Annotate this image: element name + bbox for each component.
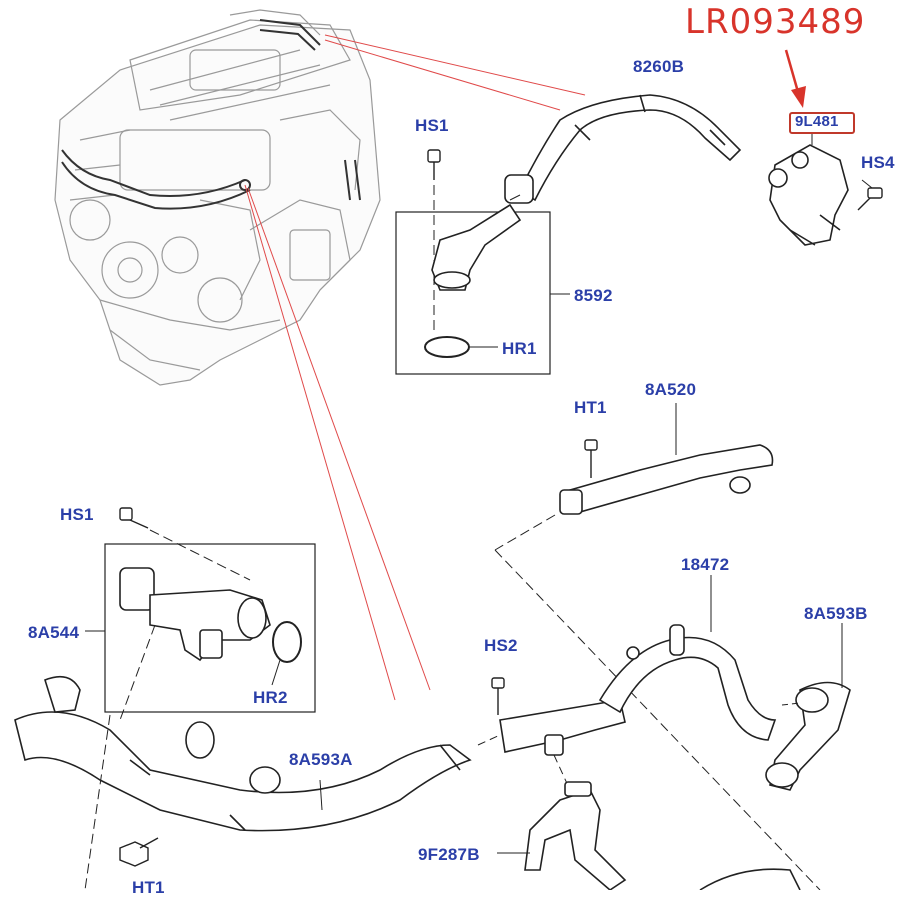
hose-8260B xyxy=(504,94,742,204)
callout-lines xyxy=(244,34,586,701)
bolt-hs1-left xyxy=(119,507,149,529)
label-hr1: HR1 xyxy=(502,339,537,358)
label-9L481: 9L481 xyxy=(795,113,839,130)
oring-hr1 xyxy=(424,336,470,358)
bolt-ht1-bottom xyxy=(119,837,159,867)
box-8592 xyxy=(395,211,551,375)
bolt-hs2 xyxy=(491,677,505,715)
hose-8A593A xyxy=(14,675,472,832)
label-hs1-left: HS1 xyxy=(60,505,94,524)
outlet-8592 xyxy=(431,203,522,291)
engine-illustration xyxy=(54,9,381,386)
label-18472: 18472 xyxy=(681,555,730,574)
bolt-hs4 xyxy=(857,187,883,211)
label-8A593A: 8A593A xyxy=(289,750,353,769)
label-8A593B: 8A593B xyxy=(804,604,868,623)
label-8592: 8592 xyxy=(574,286,613,305)
label-8A520: 8A520 xyxy=(645,380,697,399)
box-8A544 xyxy=(104,543,316,713)
bottom-right-fragment xyxy=(699,868,801,890)
bolt-ht1 xyxy=(584,439,598,478)
tee-connector xyxy=(499,699,626,756)
part-highlight-box xyxy=(789,112,855,134)
bolt-hs1-top xyxy=(427,149,441,180)
hose-18472 xyxy=(598,624,777,741)
label-9F287B: 9F287B xyxy=(418,845,480,864)
label-8260B: 8260B xyxy=(633,57,685,76)
label-ht1-bottom: HT1 xyxy=(132,878,165,897)
hose-8A593B xyxy=(765,681,851,791)
label-hr2: HR2 xyxy=(253,688,288,707)
engine-hoses xyxy=(61,19,361,210)
callout-arrow xyxy=(784,49,806,108)
label-hs4: HS4 xyxy=(861,153,895,172)
pipe-8A520 xyxy=(559,444,774,515)
housing-8A544 xyxy=(119,567,271,662)
oring-hr2 xyxy=(272,621,302,663)
label-8A544: 8A544 xyxy=(28,623,80,642)
valve-9L481 xyxy=(768,144,849,246)
highlighted-part-number: LR093489 xyxy=(685,2,866,42)
label-hs2: HS2 xyxy=(484,636,518,655)
label-ht1: HT1 xyxy=(574,398,607,417)
label-hs1-top: HS1 xyxy=(415,116,449,135)
pipe-9F287B xyxy=(524,781,627,890)
